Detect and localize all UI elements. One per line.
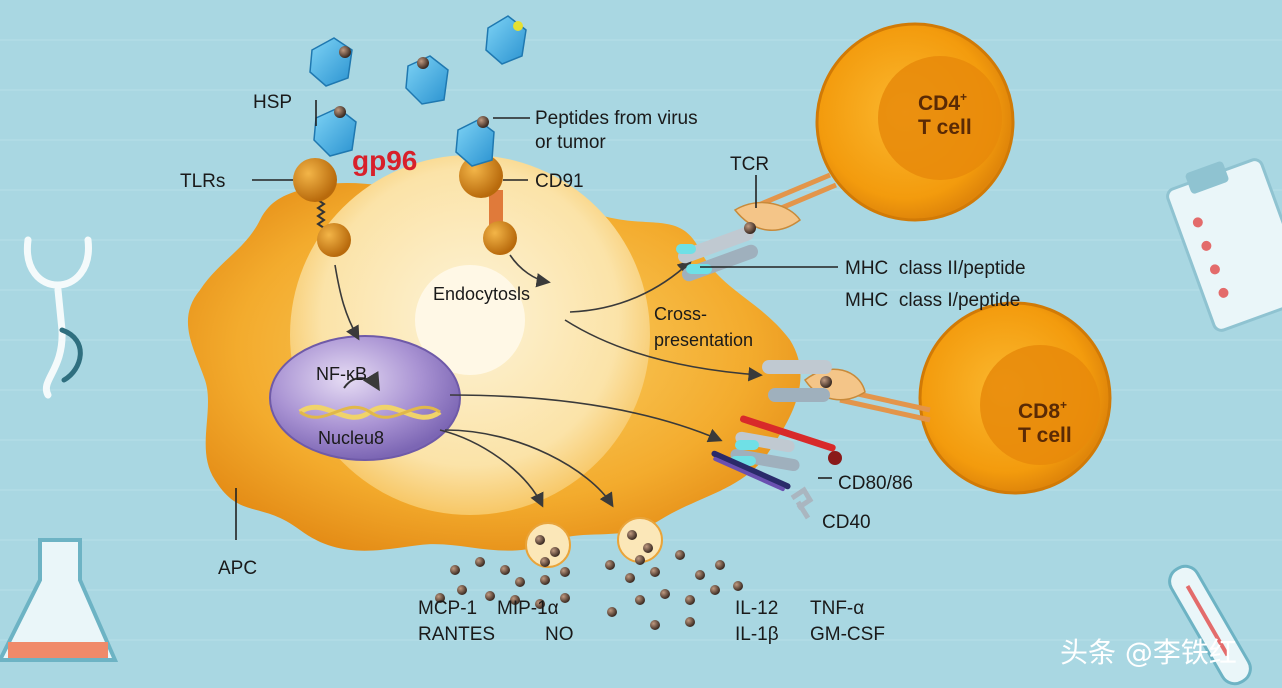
cytokine-gmcsf: GM-CSF bbox=[810, 624, 885, 645]
clipboard-icon bbox=[1166, 158, 1282, 332]
cd8086-label: CD80/86 bbox=[838, 473, 913, 494]
peptides-label-line1: Peptides from virus bbox=[535, 108, 698, 129]
cd40-label: CD40 bbox=[822, 512, 871, 533]
tcr-label: TCR bbox=[730, 154, 769, 175]
pathway-arrows bbox=[334, 254, 763, 508]
cd8-tcell-label: T cell bbox=[1018, 424, 1072, 447]
cytokine-dots bbox=[435, 530, 743, 630]
tlr-receptor bbox=[293, 158, 351, 257]
cd4-tcell-label: T cell bbox=[918, 116, 972, 139]
cytokine-mip1a: MIP-1α bbox=[497, 598, 559, 619]
endosome bbox=[415, 265, 525, 375]
tlrs-label: TLRs bbox=[180, 171, 225, 192]
watermark: 头条 @李铁红 bbox=[1060, 636, 1237, 669]
apc-label: APC bbox=[218, 558, 257, 579]
peptide-dots bbox=[334, 46, 489, 128]
nucleus-label: Nucleu8 bbox=[318, 428, 384, 448]
cd8-t-cell bbox=[918, 301, 1112, 495]
nfkb-label: NF-κB bbox=[316, 364, 367, 384]
hsp-label: HSP bbox=[253, 92, 292, 113]
cross-presentation-line2: presentation bbox=[654, 330, 753, 350]
flask-icon bbox=[0, 538, 119, 662]
cd4-label: CD4+ bbox=[918, 90, 967, 115]
cytokine-il12: IL-12 bbox=[735, 598, 778, 619]
gp96-title: gp96 bbox=[352, 145, 417, 176]
endocytosis-label: Endocytosls bbox=[433, 284, 530, 304]
cytokine-mcp1: MCP-1 bbox=[418, 598, 477, 619]
mhc2-label: MHC class II/peptide bbox=[845, 258, 1026, 279]
stethoscope-icon bbox=[23, 236, 92, 399]
cytokine-tnfa: TNF-α bbox=[810, 598, 864, 619]
nucleus bbox=[269, 335, 461, 461]
cd4-t-cell bbox=[815, 22, 1015, 222]
costim-molecules bbox=[711, 415, 842, 520]
cytokine-rantes: RANTES bbox=[418, 624, 495, 645]
thermometer-icon bbox=[1168, 564, 1252, 686]
pointer-lines bbox=[235, 100, 838, 540]
peptides-label-line2: or tumor bbox=[535, 132, 606, 153]
cd91-label: CD91 bbox=[535, 171, 584, 192]
mhc1-label: MHC class I/peptide bbox=[845, 290, 1020, 311]
ligand-dot bbox=[513, 21, 523, 31]
cytokine-no: NO bbox=[545, 624, 574, 645]
cd8-label: CD8+ bbox=[1018, 398, 1067, 423]
cytokine-il1b: IL-1β bbox=[735, 624, 779, 645]
cross-presentation-line1: Cross- bbox=[654, 304, 707, 324]
nfkb-arrow bbox=[343, 371, 380, 392]
tcr-mhc1-complex bbox=[762, 360, 931, 423]
